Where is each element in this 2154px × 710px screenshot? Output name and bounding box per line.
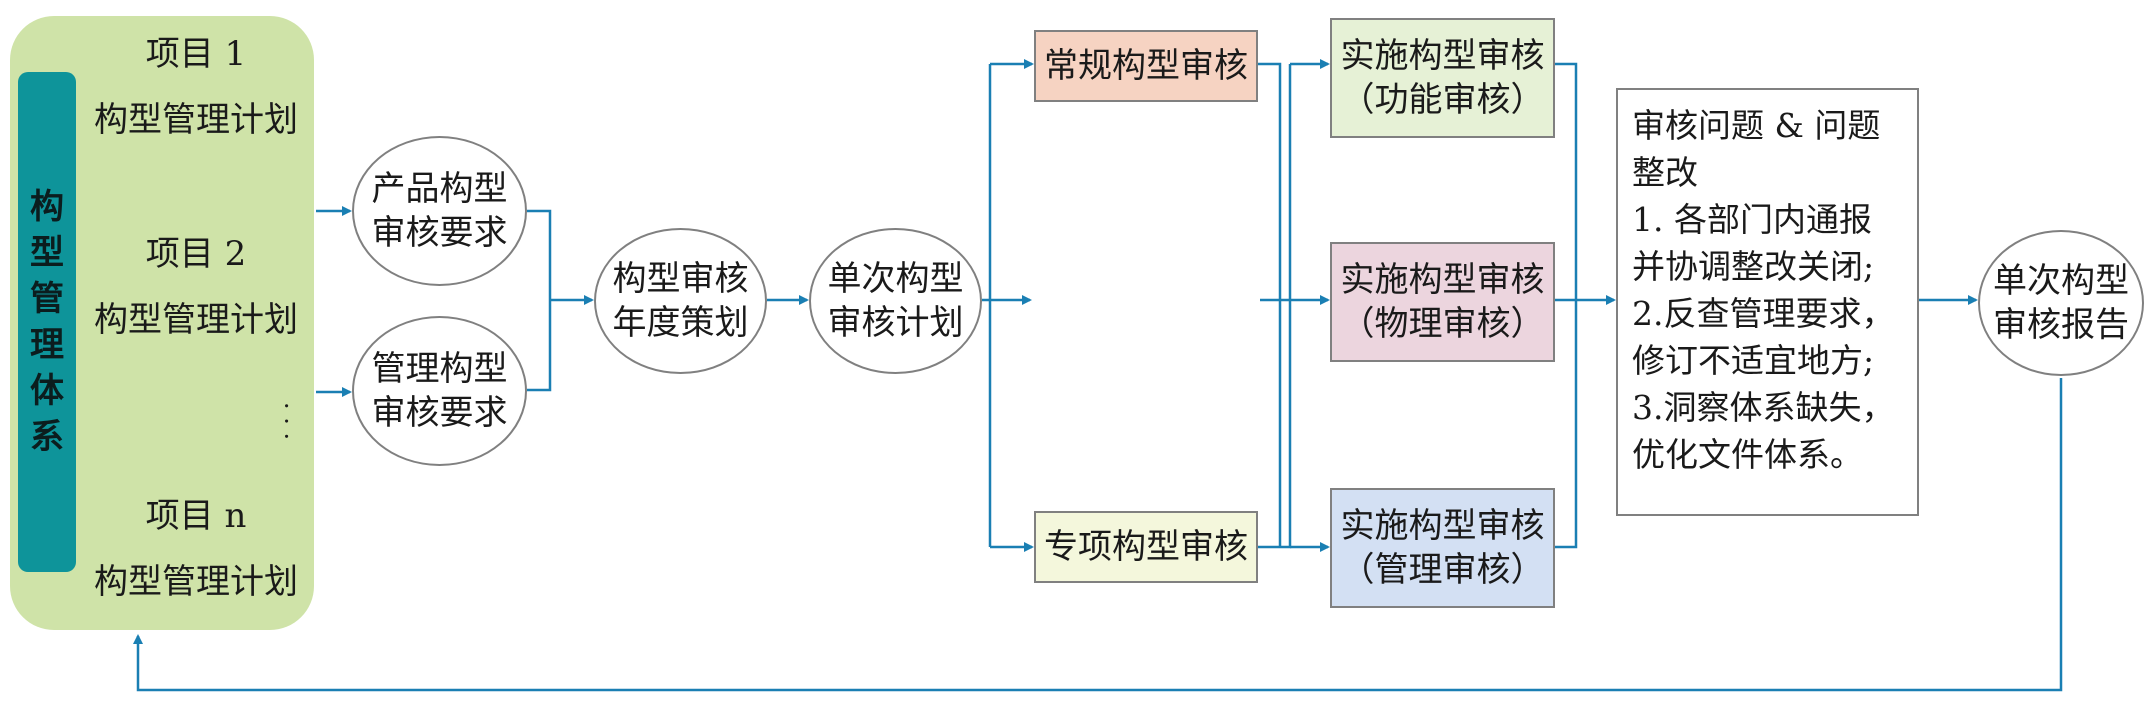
product-req-line2: 审核要求 [371, 213, 508, 253]
system-label: 构型管理体系 [30, 187, 64, 457]
management-line2: （管理审核） [1340, 550, 1545, 590]
project-1-title: 项目 1 [145, 34, 247, 74]
functional-line2: （功能审核） [1340, 80, 1545, 120]
product-audit-requirement: 产品构型 审核要求 [352, 136, 527, 286]
issues-item-1: 1. 各部门内通报并协调整改关闭; [1632, 200, 1875, 286]
management-audit-box: 实施构型审核 （管理审核） [1330, 488, 1555, 608]
single-audit-report: 单次构型 审核报告 [1978, 230, 2144, 376]
connector-functional-out [1555, 62, 1578, 549]
routine-audit-box: 常规构型审核 [1034, 30, 1258, 102]
report-line1: 单次构型 [1993, 261, 2129, 301]
project-1-plan: 构型管理计划 [94, 100, 298, 140]
connector-mgmt-merge [527, 300, 552, 392]
product-req-line1: 产品构型 [371, 169, 508, 209]
management-line1: 实施构型审核 [1340, 506, 1545, 546]
issues-title: 审核问题 & 问题整改 [1632, 106, 1881, 192]
project-2-title: 项目 2 [145, 234, 247, 274]
physical-audit-box: 实施构型审核 （物理审核） [1330, 242, 1555, 362]
mgmt-req-line2: 审核要求 [371, 393, 508, 433]
project-n-title: 项目 n [145, 496, 247, 536]
project-2-plan: 构型管理计划 [94, 300, 298, 340]
annual-line2: 年度策划 [612, 303, 749, 343]
report-line2: 审核报告 [1993, 305, 2129, 345]
functional-line1: 实施构型审核 [1340, 36, 1545, 76]
feedback-loop [133, 378, 2063, 692]
system-bar: 构型管理体系 [18, 72, 76, 572]
special-audit-box: 专项构型审核 [1034, 511, 1258, 583]
single-plan-line2: 审核计划 [827, 303, 964, 343]
management-audit-requirement: 管理构型 审核要求 [352, 316, 527, 466]
routine-audit-label: 常规构型审核 [1044, 46, 1248, 86]
mgmt-req-line1: 管理构型 [371, 349, 508, 389]
project-ellipsis: · · · [272, 401, 300, 441]
annual-line1: 构型审核 [612, 259, 749, 299]
connector-special-out [1258, 64, 1292, 549]
connector-product-merge [527, 209, 552, 300]
single-plan-line1: 单次构型 [827, 259, 964, 299]
project-n-plan: 构型管理计划 [94, 562, 298, 602]
annual-audit-planning: 构型审核 年度策划 [594, 228, 767, 374]
physical-line2: （物理审核） [1340, 304, 1545, 344]
issues-item-3: 3.洞察体系缺失，优化文件体系。 [1632, 388, 1895, 474]
issues-item-2: 2.反查管理要求，修订不适宜地方; [1632, 294, 1895, 380]
single-audit-plan: 单次构型 审核计划 [809, 228, 982, 374]
audit-issues-box: 审核问题 & 问题整改 1. 各部门内通报并协调整改关闭; 2.反查管理要求，修… [1616, 88, 1919, 516]
physical-line1: 实施构型审核 [1340, 260, 1545, 300]
functional-audit-box: 实施构型审核 （功能审核） [1330, 18, 1555, 138]
connector-routine-out [1258, 62, 1282, 547]
special-audit-label: 专项构型审核 [1044, 527, 1248, 567]
